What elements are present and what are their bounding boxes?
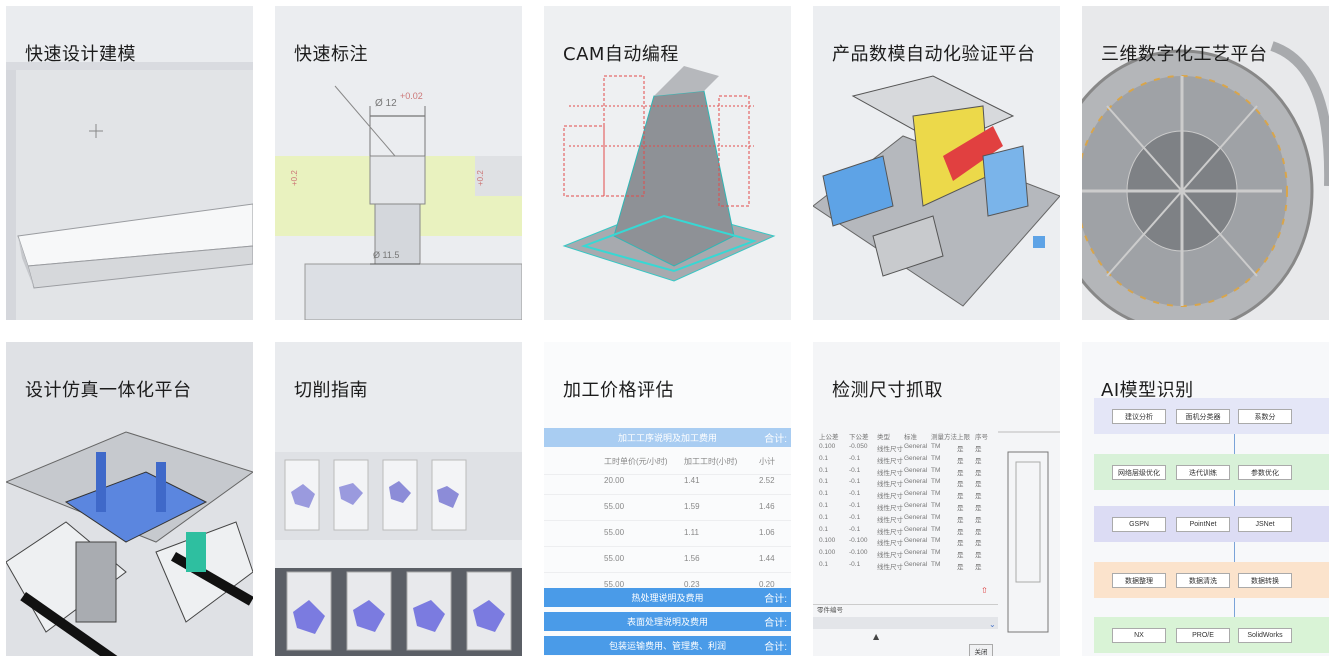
packaging-fee-bar[interactable]: 包装运输费用、管理费、利润 合计:	[544, 636, 791, 655]
up-arrow-icon[interactable]: ⇧	[981, 586, 988, 595]
card-title: 检测尺寸抓取	[832, 380, 943, 401]
card-title: 产品数模自动化验证平台	[832, 44, 1036, 65]
pipeline-box: NX	[1112, 628, 1166, 643]
pipeline-box: 参数优化	[1238, 465, 1292, 480]
tool-row-2	[286, 571, 512, 651]
heat-treatment-bar[interactable]: 热处理说明及费用 合计:	[544, 588, 791, 607]
card-title: 快速标注	[294, 44, 368, 65]
card-3d-process-platform[interactable]: 三维数字化工艺平台	[1082, 6, 1329, 320]
annotation-illustration: Ø 12 +0.02 Ø 11.5 +0.2 +0.2	[275, 6, 522, 320]
part-number-label: 零件编号	[817, 606, 843, 614]
price-table-header: 工时单价(元/小时) 加工工时(小时) 小计	[544, 448, 791, 475]
process-fee-header: 加工工序说明及加工费用 合计:	[544, 428, 791, 447]
pipeline-stage: 网络层级优化迭代训练参数优化	[1094, 454, 1329, 490]
table-row: 20.00 1.41 2.52	[544, 468, 791, 495]
tunnel-machine-illustration	[1082, 6, 1329, 320]
price-table: 加工工序说明及加工费用 合计: 工时单价(元/小时) 加工工时(小时) 小计 2…	[544, 342, 791, 656]
card-model-verification[interactable]: 产品数模自动化验证平台	[813, 6, 1060, 320]
card-title: AI模型识别	[1101, 380, 1194, 401]
card-price-evaluation[interactable]: 加工工序说明及加工费用 合计: 工时单价(元/小时) 加工工时(小时) 小计 2…	[544, 342, 791, 656]
dim-top: Ø 12	[375, 98, 397, 109]
cad-model-illustration	[6, 6, 253, 320]
cutting-guide-illustration	[275, 342, 522, 656]
pipeline-box: PointNet	[1176, 517, 1230, 532]
pipeline-box: 数据转换	[1238, 573, 1292, 588]
dim-tol-top: +0.02	[400, 91, 423, 101]
card-title: 三维数字化工艺平台	[1101, 44, 1268, 65]
card-cutting-guide[interactable]: 切削指南	[275, 342, 522, 656]
dim-bottom: Ø 11.5	[373, 250, 399, 260]
pipeline-box: 建议分析	[1112, 409, 1166, 424]
chevron-down-icon[interactable]: ⌄	[989, 620, 996, 629]
pipeline-box: PRO/E	[1176, 628, 1230, 643]
surface-treatment-bar[interactable]: 表面处理说明及费用 合计:	[544, 612, 791, 631]
pipeline-box: 网络层级优化	[1112, 465, 1166, 480]
pipeline-stage: 建议分析面机分类器系数分	[1094, 398, 1329, 434]
simulation-illustration	[6, 342, 253, 656]
card-title: 加工价格评估	[563, 380, 674, 401]
pipeline-box: 数据整理	[1112, 573, 1166, 588]
card-title: 快速设计建模	[25, 44, 136, 65]
verification-model-illustration	[813, 6, 1060, 320]
card-title: 设计仿真一体化平台	[25, 380, 192, 401]
pipeline-stage: GSPN PointNet JSNet	[1094, 506, 1329, 542]
pipeline-box: 面机分类器	[1176, 409, 1230, 424]
table-row: 55.00 1.59 1.46	[544, 494, 791, 521]
sum-label: 合计:	[764, 434, 787, 445]
card-cam-programming[interactable]: CAM自动编程	[544, 6, 791, 320]
tool-row-1	[284, 459, 467, 531]
part-number-field[interactable]	[813, 617, 998, 629]
table-row: 55.00 1.56 1.44	[544, 546, 791, 573]
cam-toolpath-illustration	[544, 6, 791, 320]
close-button[interactable]: 关闭	[969, 644, 993, 656]
dim-left: +0.2	[290, 170, 299, 186]
pipeline-box: SolidWorks	[1238, 628, 1292, 643]
card-fast-annotation[interactable]: Ø 12 +0.02 Ø 11.5 +0.2 +0.2 快速标注	[275, 6, 522, 320]
pipeline-box: 迭代训练	[1176, 465, 1230, 480]
pipeline-stage: 数据整理数据清洗数据转换	[1094, 562, 1329, 598]
card-fast-design-modeling[interactable]: 快速设计建模	[6, 6, 253, 320]
divider	[813, 604, 998, 605]
pipeline-box: 系数分	[1238, 409, 1292, 424]
pipeline-box: JSNet	[1238, 517, 1292, 532]
pipeline-stage: NX PRO/E SolidWorks	[1094, 617, 1329, 653]
inspection-table-header: 上公差 下公差 类型 标准 测量方法 上限 序号	[819, 434, 988, 441]
part-drawing	[998, 431, 1060, 633]
scroll-up-icon[interactable]: ▲	[873, 632, 880, 641]
card-design-simulation[interactable]: 设计仿真一体化平台	[6, 342, 253, 656]
card-title: CAM自动编程	[563, 44, 679, 65]
card-title: 切削指南	[294, 380, 368, 401]
pipeline-box: 数据清洗	[1176, 573, 1230, 588]
dim-right: +0.2	[476, 170, 485, 186]
pipeline-box: GSPN	[1112, 517, 1166, 532]
table-row: 55.00 1.11 1.06	[544, 520, 791, 547]
